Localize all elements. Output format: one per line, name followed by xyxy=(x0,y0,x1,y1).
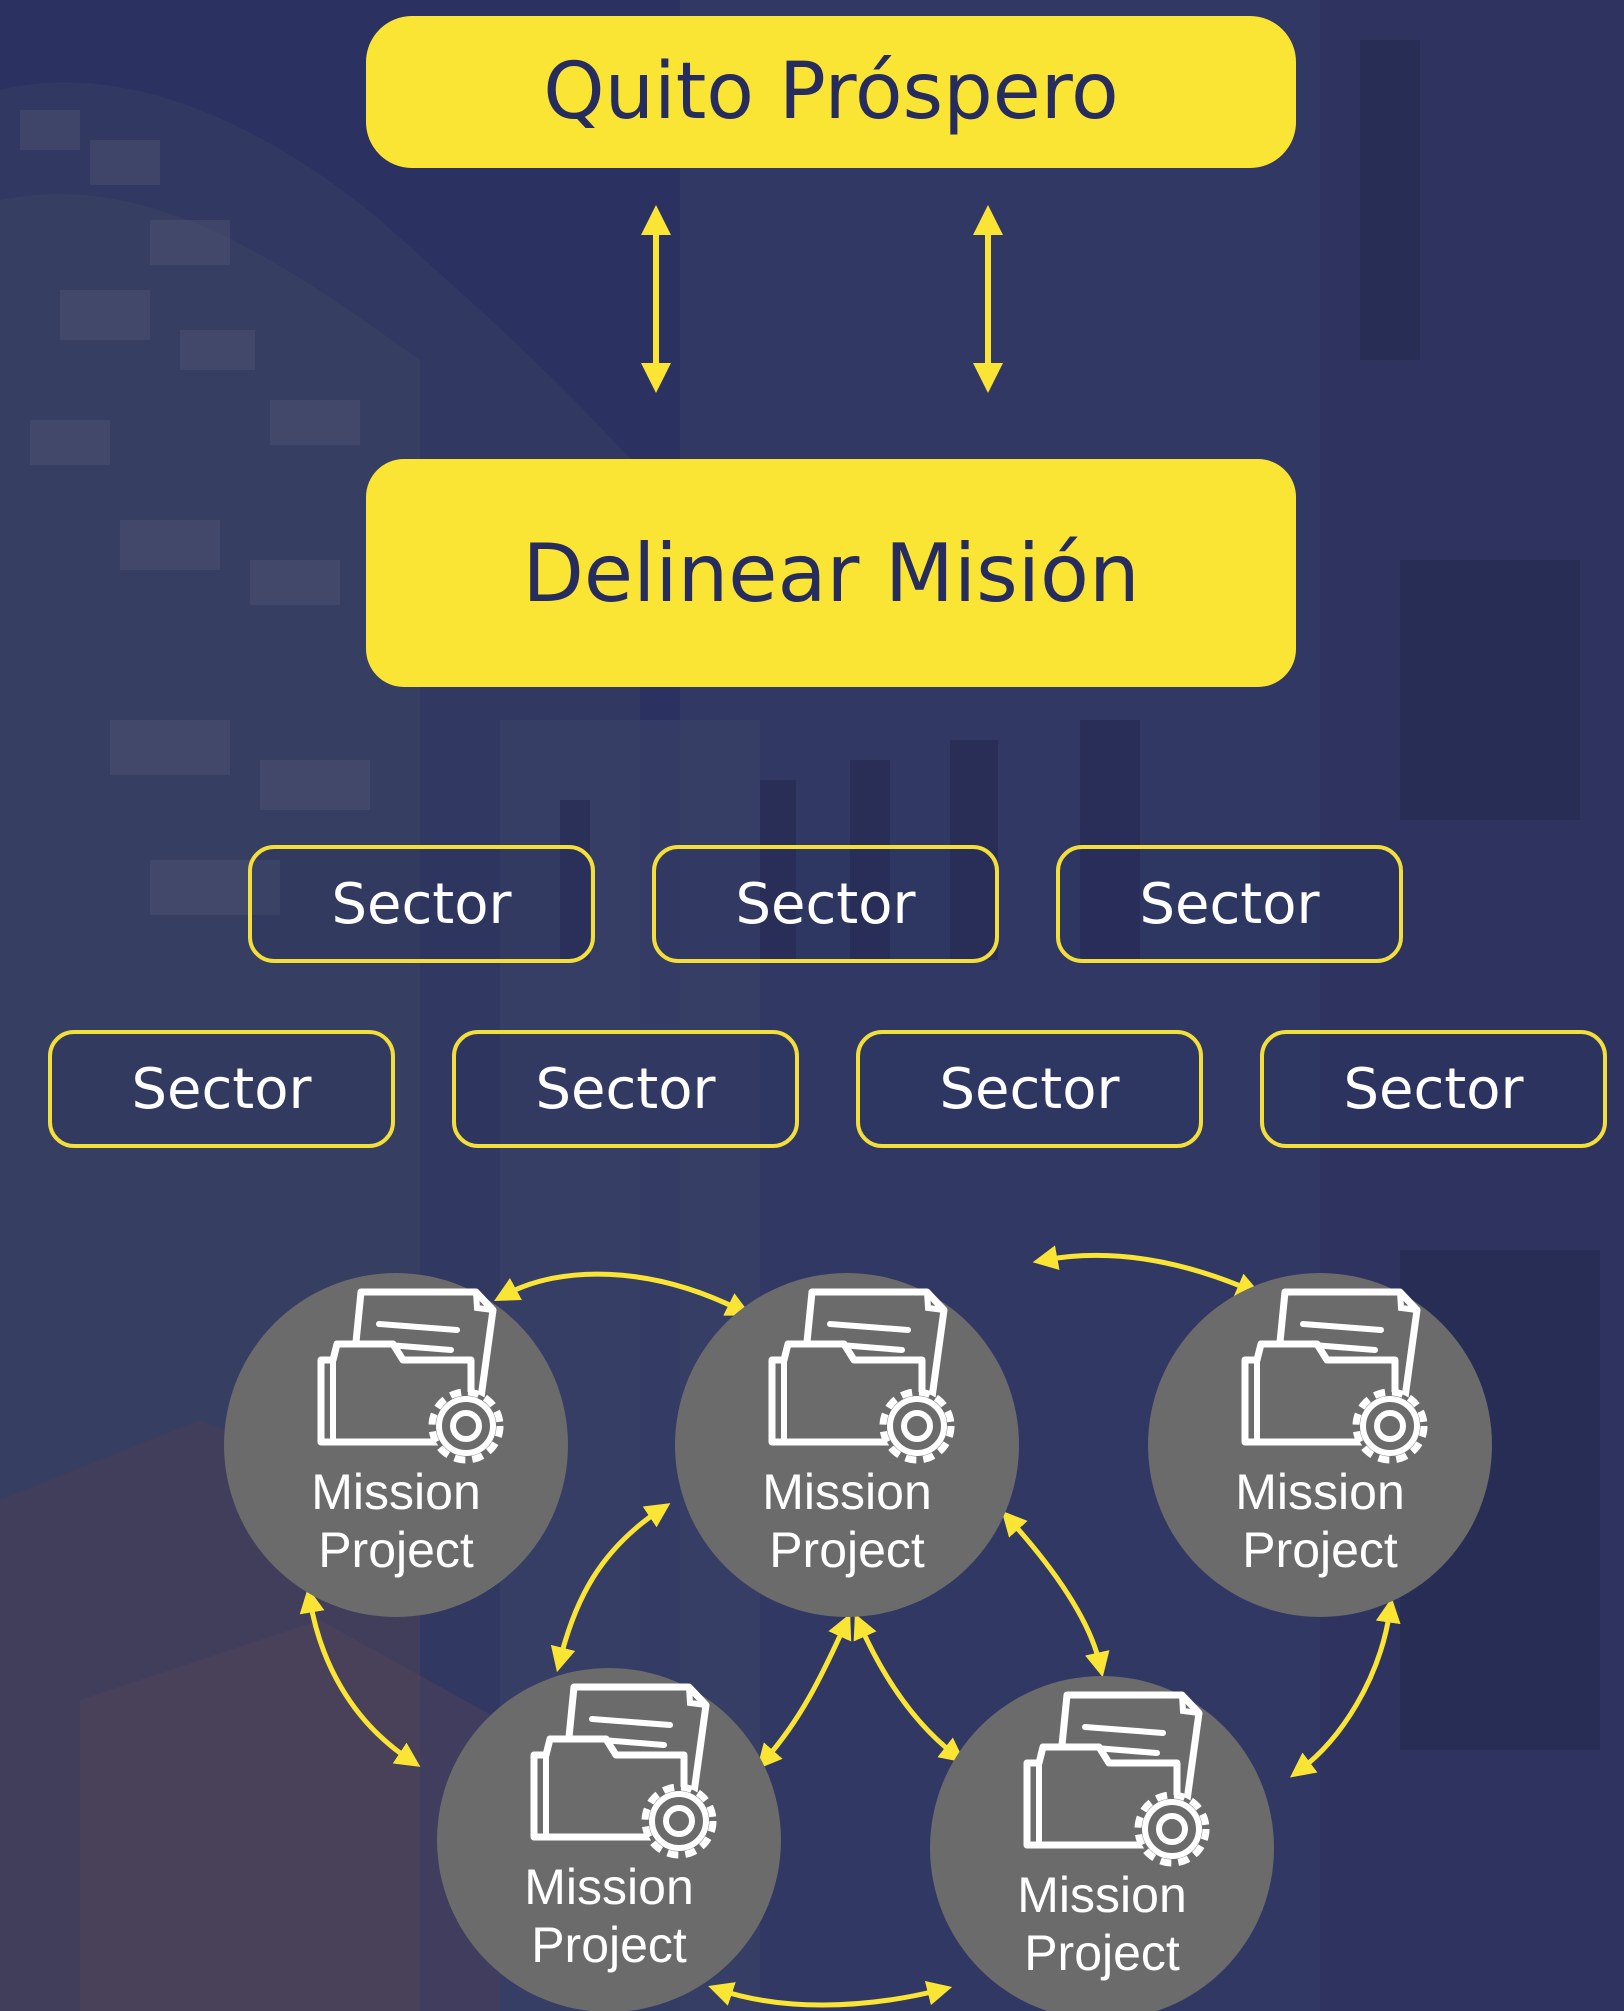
sector-box: Sector xyxy=(1260,1030,1607,1148)
sector-box: Sector xyxy=(856,1030,1203,1148)
sector-label: Sector xyxy=(939,1056,1120,1122)
sector-box: Sector xyxy=(48,1030,395,1148)
sector-box: Sector xyxy=(1056,845,1403,963)
sector-box: Sector xyxy=(452,1030,799,1148)
sector-label: Sector xyxy=(735,871,916,937)
sector-label: Sector xyxy=(331,871,512,937)
sector-label: Sector xyxy=(131,1056,312,1122)
mission-title: Delinear Misión xyxy=(522,526,1140,620)
quito-prospero-title-box: Quito Próspero xyxy=(366,16,1296,168)
sector-label: Sector xyxy=(1343,1056,1524,1122)
sector-box: Sector xyxy=(248,845,595,963)
sector-label: Sector xyxy=(1139,871,1320,937)
sector-box: Sector xyxy=(652,845,999,963)
header-title: Quito Próspero xyxy=(543,47,1119,137)
delinear-mision-box: Delinear Misión xyxy=(366,459,1296,687)
sector-label: Sector xyxy=(535,1056,716,1122)
